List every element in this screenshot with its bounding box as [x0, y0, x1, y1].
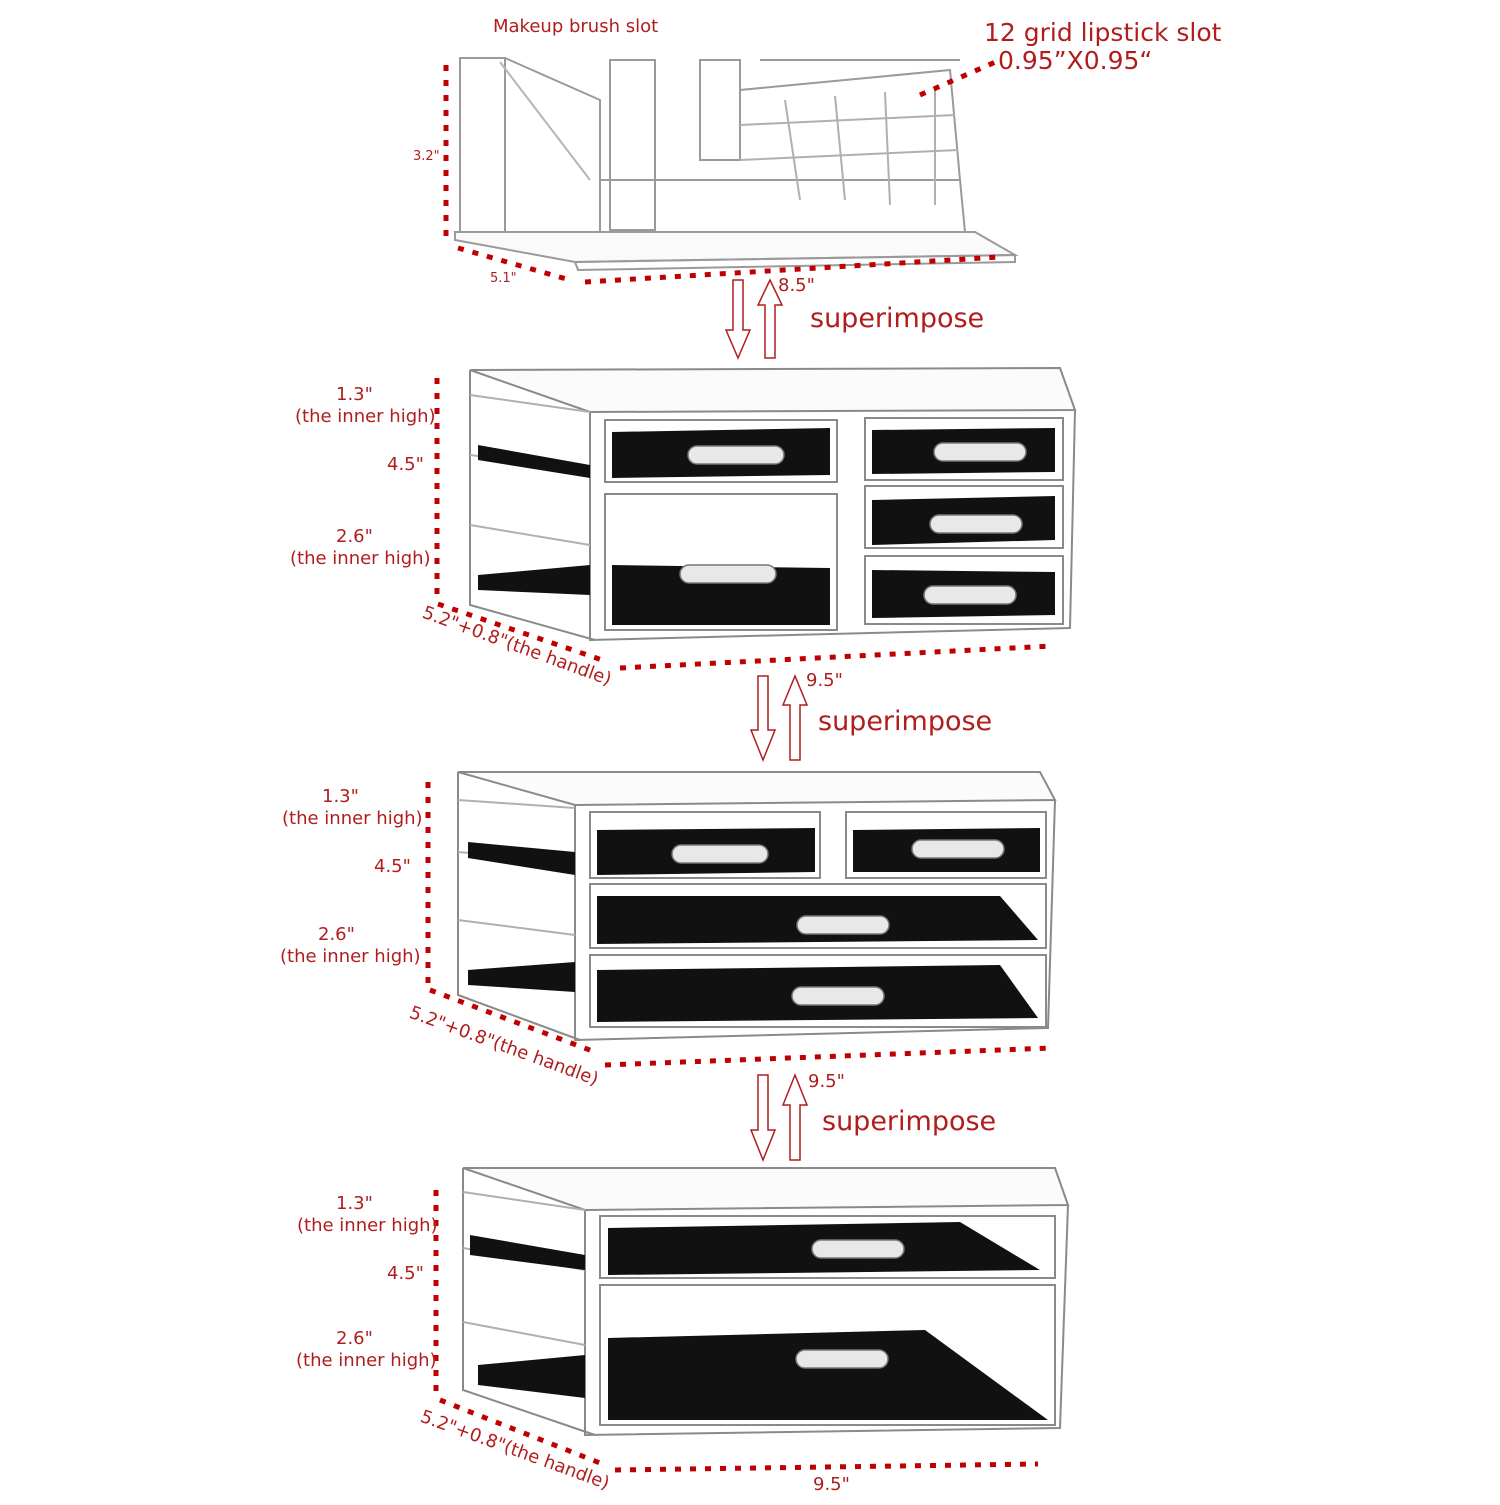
lipstick-slot-label: 12 grid lipstick slot [984, 18, 1222, 47]
superimpose-arrows [724, 278, 809, 1163]
dotted-dimension-lines-top [443, 57, 1002, 285]
tier-1-bottom-inner-height: 2.6" [336, 526, 373, 547]
tier-1-bottom-inner-note: (the inner high) [290, 548, 431, 569]
tier-2-knobs [671, 839, 1005, 1006]
tier-2-bottom-inner-note: (the inner high) [280, 946, 421, 967]
lipstick-slot-size: 0.95”X0.95“ [998, 46, 1153, 75]
tier-1-width-label: 9.5" [806, 670, 843, 691]
superimpose-label-3: superimpose [822, 1106, 997, 1137]
tier-1-dimension-lines [434, 378, 1053, 671]
tier-3-width-label: 9.5" [813, 1474, 850, 1495]
tier-2-total-height: 4.5" [374, 856, 411, 877]
superimpose-label-2: superimpose [818, 706, 993, 737]
tier-3-total-height: 4.5" [387, 1263, 424, 1284]
brush-slot-label: Makeup brush slot [493, 16, 659, 37]
tier-2-width-label: 9.5" [808, 1071, 845, 1092]
tier-2-top-inner-height: 1.3" [322, 786, 359, 807]
top-width-label: 8.5" [778, 275, 815, 296]
top-depth-label: 5.1" [490, 271, 517, 286]
top-height-label: 3.2" [413, 149, 440, 164]
tier-2-bottom-inner-height: 2.6" [318, 924, 355, 945]
tier-2-top-inner-note: (the inner high) [282, 808, 423, 829]
tier-3-bottom-inner-height: 2.6" [336, 1328, 373, 1349]
tier-3-knobs [795, 1239, 905, 1369]
tier-2-dimension-lines [425, 782, 1053, 1068]
tier-3-top-inner-height: 1.3" [336, 1193, 373, 1214]
lipstick-brush-holder [454, 57, 1019, 272]
tier-3-dimension-lines [433, 1190, 1039, 1473]
tier-1-top-inner-note: (the inner high) [295, 406, 436, 427]
tier-3-top-inner-note: (the inner high) [297, 1215, 438, 1236]
tier-1-total-height: 4.5" [387, 454, 424, 475]
tier-1-knobs [679, 442, 1027, 605]
tier-3-bottom-inner-note: (the inner high) [296, 1350, 437, 1371]
tier-1-top-inner-height: 1.3" [336, 384, 373, 405]
superimpose-label-1: superimpose [810, 303, 985, 334]
